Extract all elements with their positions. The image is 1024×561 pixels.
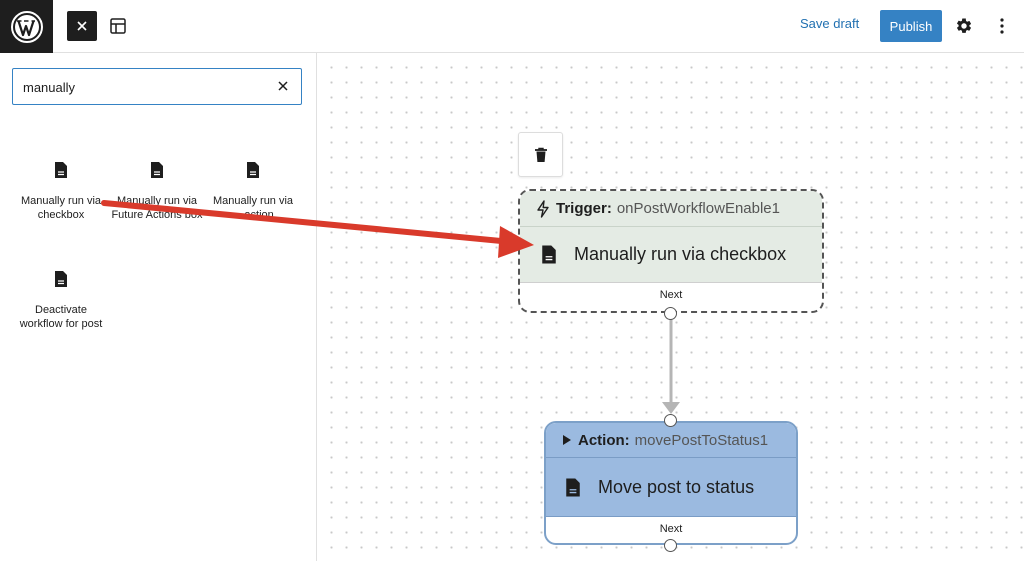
action-slug: movePostToStatus1 — [634, 431, 769, 449]
trash-icon — [534, 147, 547, 162]
trigger-slug: onPostWorkflowEnable1 — [616, 200, 780, 217]
publish-button[interactable]: Publish — [880, 10, 942, 42]
block-item-label: Deactivate workflow for post — [19, 304, 103, 330]
block-item-manually-run-via-checkbox[interactable]: Manually run via checkbox — [15, 161, 107, 222]
save-draft-button[interactable]: Save draft — [800, 16, 860, 31]
trigger-node-header: Trigger: onPostWorkflowEnable1 — [520, 191, 822, 227]
document-icon — [55, 271, 67, 287]
trigger-next-label: Next — [659, 289, 683, 301]
trigger-output-handle[interactable] — [664, 307, 677, 320]
top-toolbar: Save draft Publish — [0, 0, 1024, 53]
action-output-handle[interactable] — [664, 539, 677, 552]
options-button[interactable] — [992, 14, 1012, 38]
block-item-label: Manually run via checkbox — [20, 195, 102, 221]
search-input[interactable] — [23, 77, 268, 97]
action-next-label: Next — [659, 523, 683, 535]
clear-search-button[interactable] — [275, 78, 291, 94]
trigger-node[interactable]: Trigger: onPostWorkflowEnable1 Manually … — [518, 189, 824, 313]
delete-node-button[interactable] — [518, 132, 563, 177]
trigger-node-body: Manually run via checkbox — [520, 227, 822, 283]
action-node-body: Move post to status — [546, 458, 796, 517]
search-box — [12, 68, 302, 105]
block-item-label: Manually run via ... action — [212, 195, 294, 221]
action-input-handle[interactable] — [664, 414, 677, 427]
document-icon — [247, 162, 259, 178]
gear-icon — [956, 18, 972, 33]
close-icon — [278, 81, 288, 91]
document-icon — [151, 162, 163, 178]
block-item-manually-run-via-future-actions-box[interactable]: Manually run via Future Actions box — [111, 161, 203, 222]
layout-icon — [110, 18, 126, 34]
settings-button[interactable] — [952, 14, 976, 38]
lightning-icon — [537, 199, 549, 218]
document-overview-button[interactable] — [106, 14, 130, 38]
document-icon — [55, 162, 67, 178]
action-node[interactable]: Action: movePostToStatus1 Move post to s… — [544, 421, 798, 545]
action-title: Move post to status — [598, 476, 755, 497]
action-node-header: Action: movePostToStatus1 — [546, 423, 796, 458]
block-item-deactivate-workflow-for-post[interactable]: Deactivate workflow for post — [15, 270, 107, 331]
trigger-title: Manually run via checkbox — [574, 244, 787, 264]
close-button[interactable] — [67, 11, 97, 41]
document-icon — [542, 245, 556, 264]
close-icon — [77, 21, 87, 31]
block-item-label: Manually run via Future Actions box — [111, 195, 203, 221]
block-item-manually-run-via-action[interactable]: Manually run via ... action — [207, 161, 299, 222]
trigger-kind-label: Trigger: — [556, 200, 612, 217]
block-inserter-sidebar: Manually run via checkbox Manually run v… — [0, 53, 317, 561]
play-triangle-icon — [563, 435, 571, 445]
document-icon — [566, 478, 580, 496]
wordpress-logo-icon[interactable] — [0, 0, 53, 53]
action-kind-label: Action: — [578, 431, 630, 449]
more-vertical-icon — [1000, 18, 1004, 34]
